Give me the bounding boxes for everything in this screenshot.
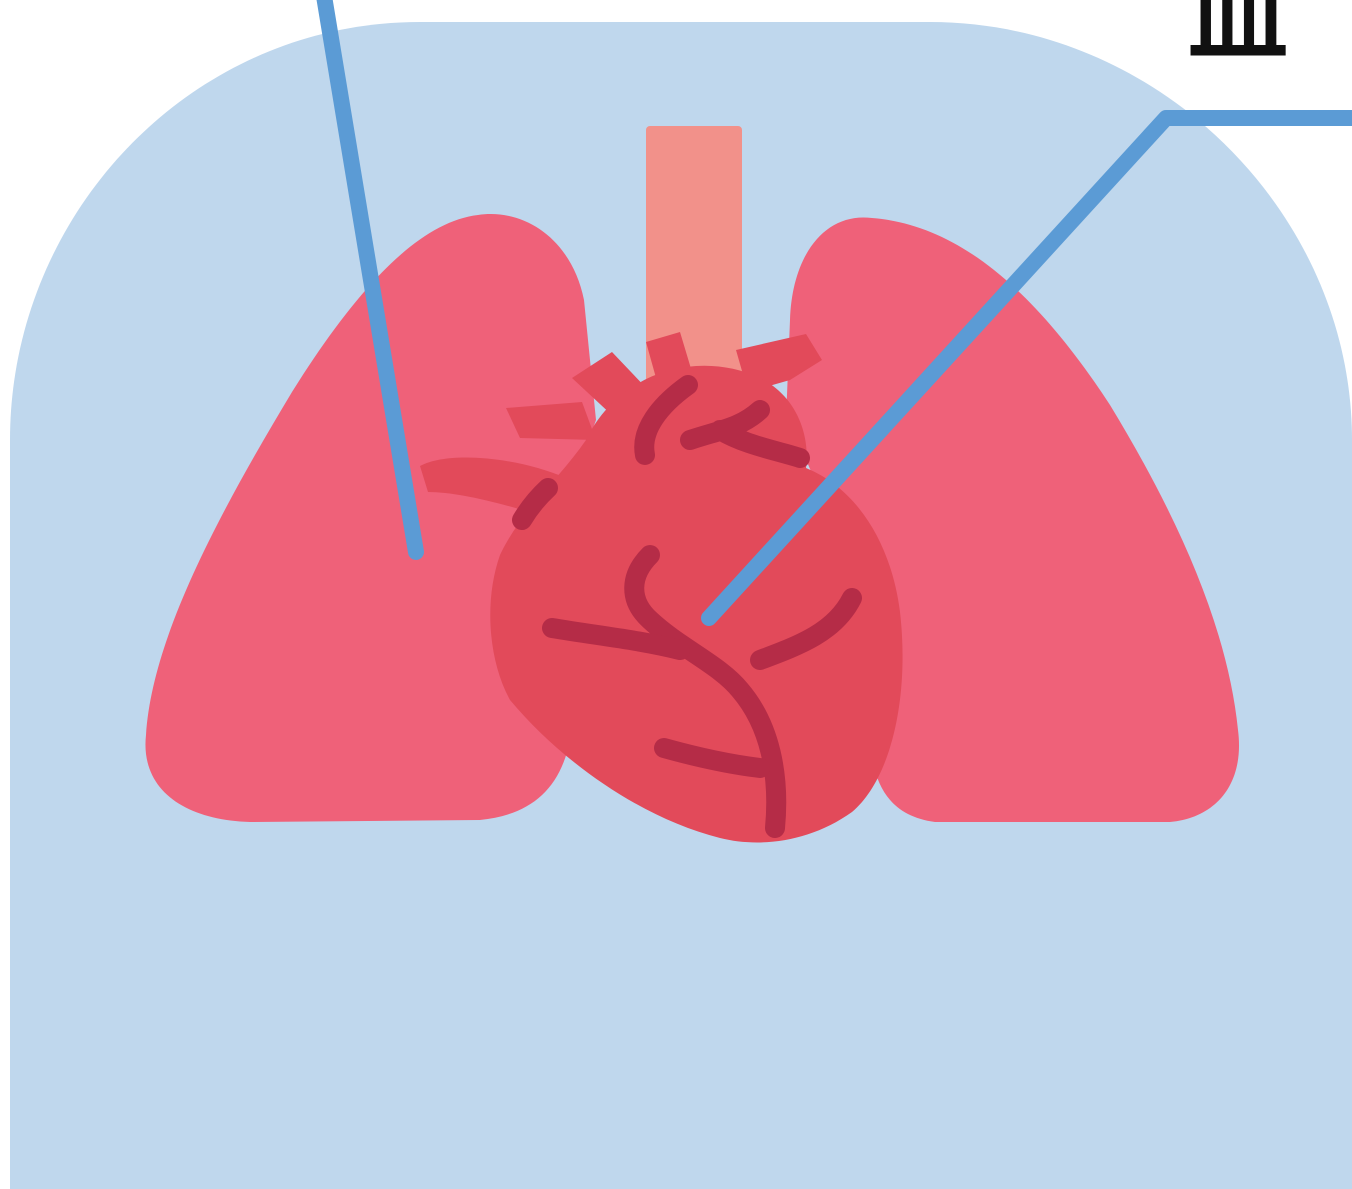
pulmonary-artery-branch <box>506 402 596 440</box>
heart-label-text: 血 <box>1188 0 1288 72</box>
